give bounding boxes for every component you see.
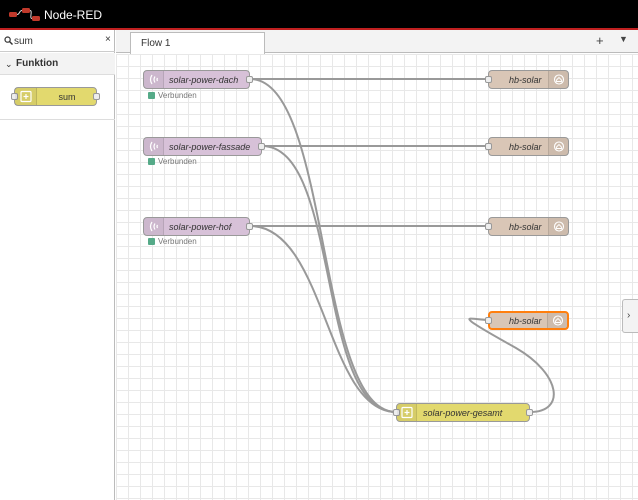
node-output-port[interactable] <box>258 143 265 150</box>
node-input-port[interactable] <box>485 143 492 150</box>
node-hb-solar[interactable]: hb-solar <box>485 217 569 236</box>
status-dot-icon <box>148 158 155 165</box>
mqtt-wave-icon <box>149 141 159 152</box>
wire[interactable] <box>261 145 397 413</box>
mqtt-wave-icon <box>149 74 159 85</box>
node-hb-solar[interactable]: hb-solar <box>485 137 569 156</box>
node-label: hb-solar <box>509 142 542 152</box>
status-dot-icon <box>148 238 155 245</box>
node-label: solar-power-dach <box>169 75 239 85</box>
palette-category-label: Funktion <box>16 58 59 69</box>
tab-flow-1[interactable]: Flow 1 <box>130 32 265 54</box>
app-title: Node-RED <box>44 8 103 22</box>
homebridge-node-icon-box <box>548 138 568 155</box>
workspace: Flow 1 + ▼ solar-power-dach Verbunden <box>116 30 638 500</box>
node-hb-solar-selected[interactable]: hb-solar <box>485 311 569 330</box>
tab-bar: Flow 1 + ▼ <box>116 30 638 54</box>
homebridge-icon <box>553 221 565 232</box>
homebridge-icon <box>552 315 564 326</box>
sidebar-toggle-button[interactable]: › <box>622 299 638 333</box>
chevron-down-icon: ⌄ <box>5 59 13 69</box>
palette-node-input-port <box>11 93 18 100</box>
node-status-connected: Verbunden <box>148 91 197 100</box>
mqtt-node-icon-box <box>144 218 164 235</box>
wire[interactable] <box>468 317 555 413</box>
node-solar-power-hof[interactable]: solar-power-hof <box>143 217 253 236</box>
function-icon <box>20 90 32 103</box>
palette-search: × <box>0 30 115 52</box>
node-label: hb-solar <box>509 222 542 232</box>
node-status-connected: Verbunden <box>148 237 197 246</box>
node-output-port[interactable] <box>246 223 253 230</box>
node-hb-solar[interactable]: hb-solar <box>485 70 569 89</box>
wire[interactable] <box>249 225 397 413</box>
node-solar-power-dach[interactable]: solar-power-dach <box>143 70 253 89</box>
node-input-port[interactable] <box>485 317 492 324</box>
palette-sidebar: × ⌄ Funktion sum <box>0 30 115 500</box>
mqtt-wave-icon <box>149 221 159 232</box>
node-output-port[interactable] <box>246 76 253 83</box>
node-label: hb-solar <box>509 316 542 326</box>
chevron-right-icon: › <box>627 310 631 321</box>
homebridge-icon <box>553 141 565 152</box>
function-node-icon-box <box>15 88 37 105</box>
palette-category-header[interactable]: ⌄ Funktion <box>0 53 115 75</box>
palette-node-output-port <box>93 93 100 100</box>
add-tab-button[interactable]: + <box>596 33 604 48</box>
node-input-port[interactable] <box>485 76 492 83</box>
status-text: Verbunden <box>158 157 197 166</box>
tab-label: Flow 1 <box>141 38 171 49</box>
palette-search-input[interactable] <box>14 33 100 49</box>
homebridge-node-icon-box <box>548 218 568 235</box>
wire[interactable] <box>249 78 397 413</box>
node-label: solar-power-fassade <box>169 142 251 152</box>
status-text: Verbunden <box>158 91 197 100</box>
palette-node-sum[interactable]: sum <box>11 87 100 106</box>
palette-category-body: sum <box>0 76 115 120</box>
search-icon <box>4 36 13 45</box>
mqtt-node-icon-box <box>144 138 164 155</box>
homebridge-node-icon-box <box>548 71 568 88</box>
node-input-port[interactable] <box>485 223 492 230</box>
tab-list-menu-button[interactable]: ▼ <box>619 34 628 44</box>
flow-wires <box>249 78 555 413</box>
homebridge-node-icon-box <box>547 313 567 328</box>
clear-search-icon[interactable]: × <box>105 34 111 45</box>
node-solar-power-gesamt[interactable]: solar-power-gesamt <box>393 403 533 422</box>
node-solar-power-fassade[interactable]: solar-power-fassade <box>143 137 265 156</box>
node-label: hb-solar <box>509 75 542 85</box>
function-node-icon-box <box>397 404 417 421</box>
header-bar: Node-RED <box>0 0 638 30</box>
node-status-connected: Verbunden <box>148 157 197 166</box>
palette-node-label: sum <box>58 92 76 102</box>
mqtt-node-icon-box <box>144 71 164 88</box>
node-label: solar-power-hof <box>169 222 232 232</box>
status-dot-icon <box>148 92 155 99</box>
node-red-logo-icon <box>9 8 40 21</box>
homebridge-icon <box>553 74 565 85</box>
node-output-port[interactable] <box>526 409 533 416</box>
function-icon <box>401 406 413 419</box>
status-text: Verbunden <box>158 237 197 246</box>
node-label: solar-power-gesamt <box>423 408 503 418</box>
node-input-port[interactable] <box>393 409 400 416</box>
flow-canvas[interactable]: solar-power-dach Verbunden solar-power-f… <box>116 54 638 500</box>
